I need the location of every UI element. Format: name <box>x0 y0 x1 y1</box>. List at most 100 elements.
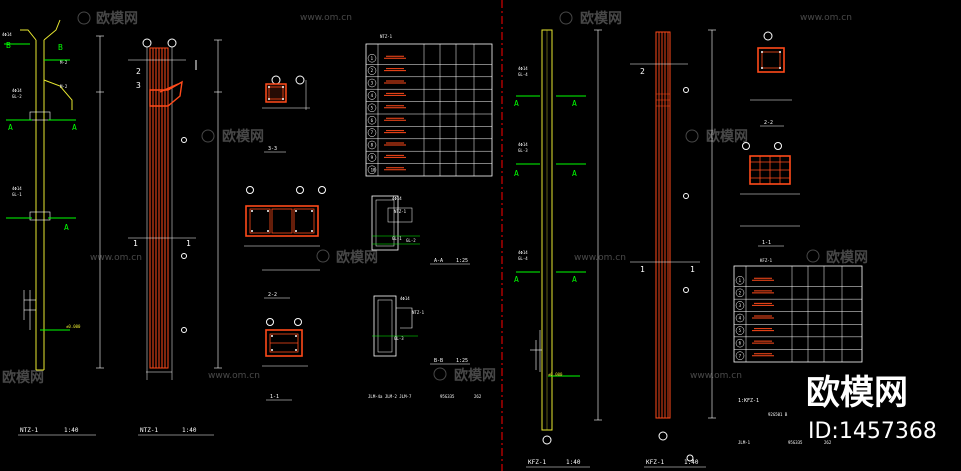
svg-text:4Φ14: 4Φ14 <box>400 296 410 301</box>
ntz-table-row-number: 6 <box>371 118 374 123</box>
section-label-3: 3-3 <box>268 146 277 152</box>
ntz-col2-title: NTZ-1 <box>140 427 158 434</box>
svg-text:4Φ14: 4Φ14 <box>2 32 12 37</box>
kfz-notes: 1:KFZ-1 92G501 B JLM-1 95G335 262 <box>738 398 832 445</box>
ntz-table-row-marker <box>367 115 377 125</box>
watermark-text: 欧模网 <box>96 10 138 27</box>
ntz-col1-title: NTZ-1 <box>20 427 38 434</box>
kfz-table-rebar-sketch <box>752 328 774 332</box>
detail-tag-ntz: NTZ-1 <box>394 209 407 214</box>
ntz-table-row-marker <box>367 153 377 162</box>
svg-text:4Φ14: 4Φ14 <box>392 196 402 201</box>
svg-text:B: B <box>6 41 11 50</box>
watermark-text: 欧模网 <box>706 128 748 145</box>
kfz-table-row-marker <box>735 313 745 323</box>
detail-b-scale: 1:25 <box>456 358 468 364</box>
ntz-table-row-number: 5 <box>371 105 374 110</box>
kfz-table-row-number: 6 <box>739 341 742 346</box>
kfz-table-row-number: 7 <box>739 353 742 358</box>
kfz-elevation-2: 2 1 1 KFZ-1 1:40 <box>630 29 716 468</box>
ntz-table-row-marker <box>367 66 377 75</box>
kfz-table-row-marker <box>735 326 745 335</box>
ntz-table-rebar-sketch <box>384 105 406 109</box>
badge-id: ID:1457368 <box>808 419 937 444</box>
svg-text:M-2: M-2 <box>60 60 68 65</box>
badge-brand: 欧模网 <box>806 373 908 413</box>
watermark-text: 欧模网 <box>222 128 264 145</box>
ntz-table-rebar-sketch <box>384 154 406 158</box>
ntz-elevation-2: 2 3 1 1 NTZ-1 1:40 <box>128 38 222 436</box>
watermark-text: 欧模网 <box>2 369 44 386</box>
detail-a-a: 4Φ14 GL-1 GL-2 NTZ-1 A-A 1:25 <box>371 195 470 265</box>
kfz-table-rebar-sketch <box>752 302 774 306</box>
ntz-mark-3: 3 <box>136 81 141 90</box>
svg-text:A: A <box>514 99 519 108</box>
svg-text:GL-4: GL-4 <box>518 256 528 261</box>
watermark-text: 欧模网 <box>580 10 622 27</box>
ntz-table-row-number: 7 <box>371 130 374 135</box>
watermark-text: 欧模网 <box>826 249 868 266</box>
kfz-mark-1: 1 <box>640 265 645 274</box>
svg-text:A: A <box>72 123 77 132</box>
ntz-table-rebar-sketch <box>384 130 406 134</box>
kfz-table-row-number: 1 <box>739 278 742 283</box>
svg-text:B: B <box>58 43 63 52</box>
kfz-note-1: 1:KFZ-1 <box>738 398 759 404</box>
ntz-mark-1b: 1 <box>186 239 191 248</box>
watermark-url: www.om.cn <box>574 253 626 263</box>
kfz-table-row-number: 5 <box>739 328 742 333</box>
kfz-table-rebar-sketch <box>752 353 774 357</box>
kfz-col2-scale: 1:40 <box>684 459 699 466</box>
section-label-1: 1-1 <box>270 394 279 400</box>
watermark-row-2: 欧模网 欧模网 <box>201 128 748 145</box>
right-footer-code: JLM-1 <box>738 440 751 445</box>
left-footer-code: JLM-4a JLM-2 JLM-7 <box>368 394 412 399</box>
svg-text:4Φ14: 4Φ14 <box>12 88 22 93</box>
svg-text:A: A <box>572 169 577 178</box>
kfz-table-row-marker <box>735 338 745 348</box>
ntz-table-title: NTZ-1 <box>380 34 393 39</box>
ntz-table-row-number: 1 <box>371 56 374 61</box>
svg-text:GL-2: GL-2 <box>406 238 416 243</box>
ntz-table-rebar-sketch <box>384 142 406 146</box>
ntz-table-rebar-sketch <box>384 55 406 59</box>
ntz-table-row-marker <box>367 103 377 113</box>
ntz-table-row-marker <box>367 53 377 63</box>
kfz-mark-1b: 1 <box>690 265 695 274</box>
watermark-text: 欧模网 <box>454 367 496 384</box>
svg-text:A: A <box>572 275 577 284</box>
section-2-2: 2-2 <box>244 186 326 299</box>
ntz-table-row-number: 8 <box>371 143 374 148</box>
svg-text:4Φ14: 4Φ14 <box>518 66 528 71</box>
svg-text:A: A <box>8 123 13 132</box>
detail-b-b: 4Φ14 GL-3 NTZ-1 B-B 1:25 JLM-4a JLM-2 JL… <box>368 295 482 399</box>
watermark-layer: 欧模网 www.om.cn 欧模网 www.om.cn 欧模网 欧模网 www.… <box>2 10 868 386</box>
watermark-row-3: www.om.cn 欧模网 www.om.cn 欧模网 <box>90 249 868 266</box>
kfz-section-1-1: 1-1 <box>740 142 800 247</box>
watermark-url: www.om.cn <box>300 13 352 23</box>
ntz-table-row-marker <box>367 91 377 100</box>
kfz-table-rebar-sketch <box>752 315 774 319</box>
svg-text:GL-2: GL-2 <box>12 94 22 99</box>
detail-tag-ntz-2: NTZ-1 <box>412 310 425 315</box>
kfz-note-2: 92G501 B <box>768 412 788 417</box>
kfz-section-2-2: 2-2 <box>750 31 792 127</box>
ntz-col2-scale: 1:40 <box>182 427 197 434</box>
kfz-section-label-2: 2-2 <box>764 120 773 126</box>
svg-text:GL-1: GL-1 <box>392 236 402 241</box>
svg-text:GL-3: GL-3 <box>394 336 404 341</box>
watermark-text: 欧模网 <box>336 249 378 266</box>
right-level-mark: ±0.000 <box>548 372 563 377</box>
kfz-table-row-marker <box>735 288 745 298</box>
left-footer-num-1: 95G335 <box>440 394 455 399</box>
kfz-col1-title: KFZ-1 <box>528 459 546 466</box>
svg-text:A: A <box>64 223 69 232</box>
right-footer-num-1: 95G335 <box>788 440 803 445</box>
ntz-table-rebar-sketch <box>384 80 406 84</box>
ntz-table-row-marker <box>367 128 377 137</box>
svg-text:4Φ14: 4Φ14 <box>518 250 528 255</box>
svg-text:4Φ14: 4Φ14 <box>12 186 22 191</box>
